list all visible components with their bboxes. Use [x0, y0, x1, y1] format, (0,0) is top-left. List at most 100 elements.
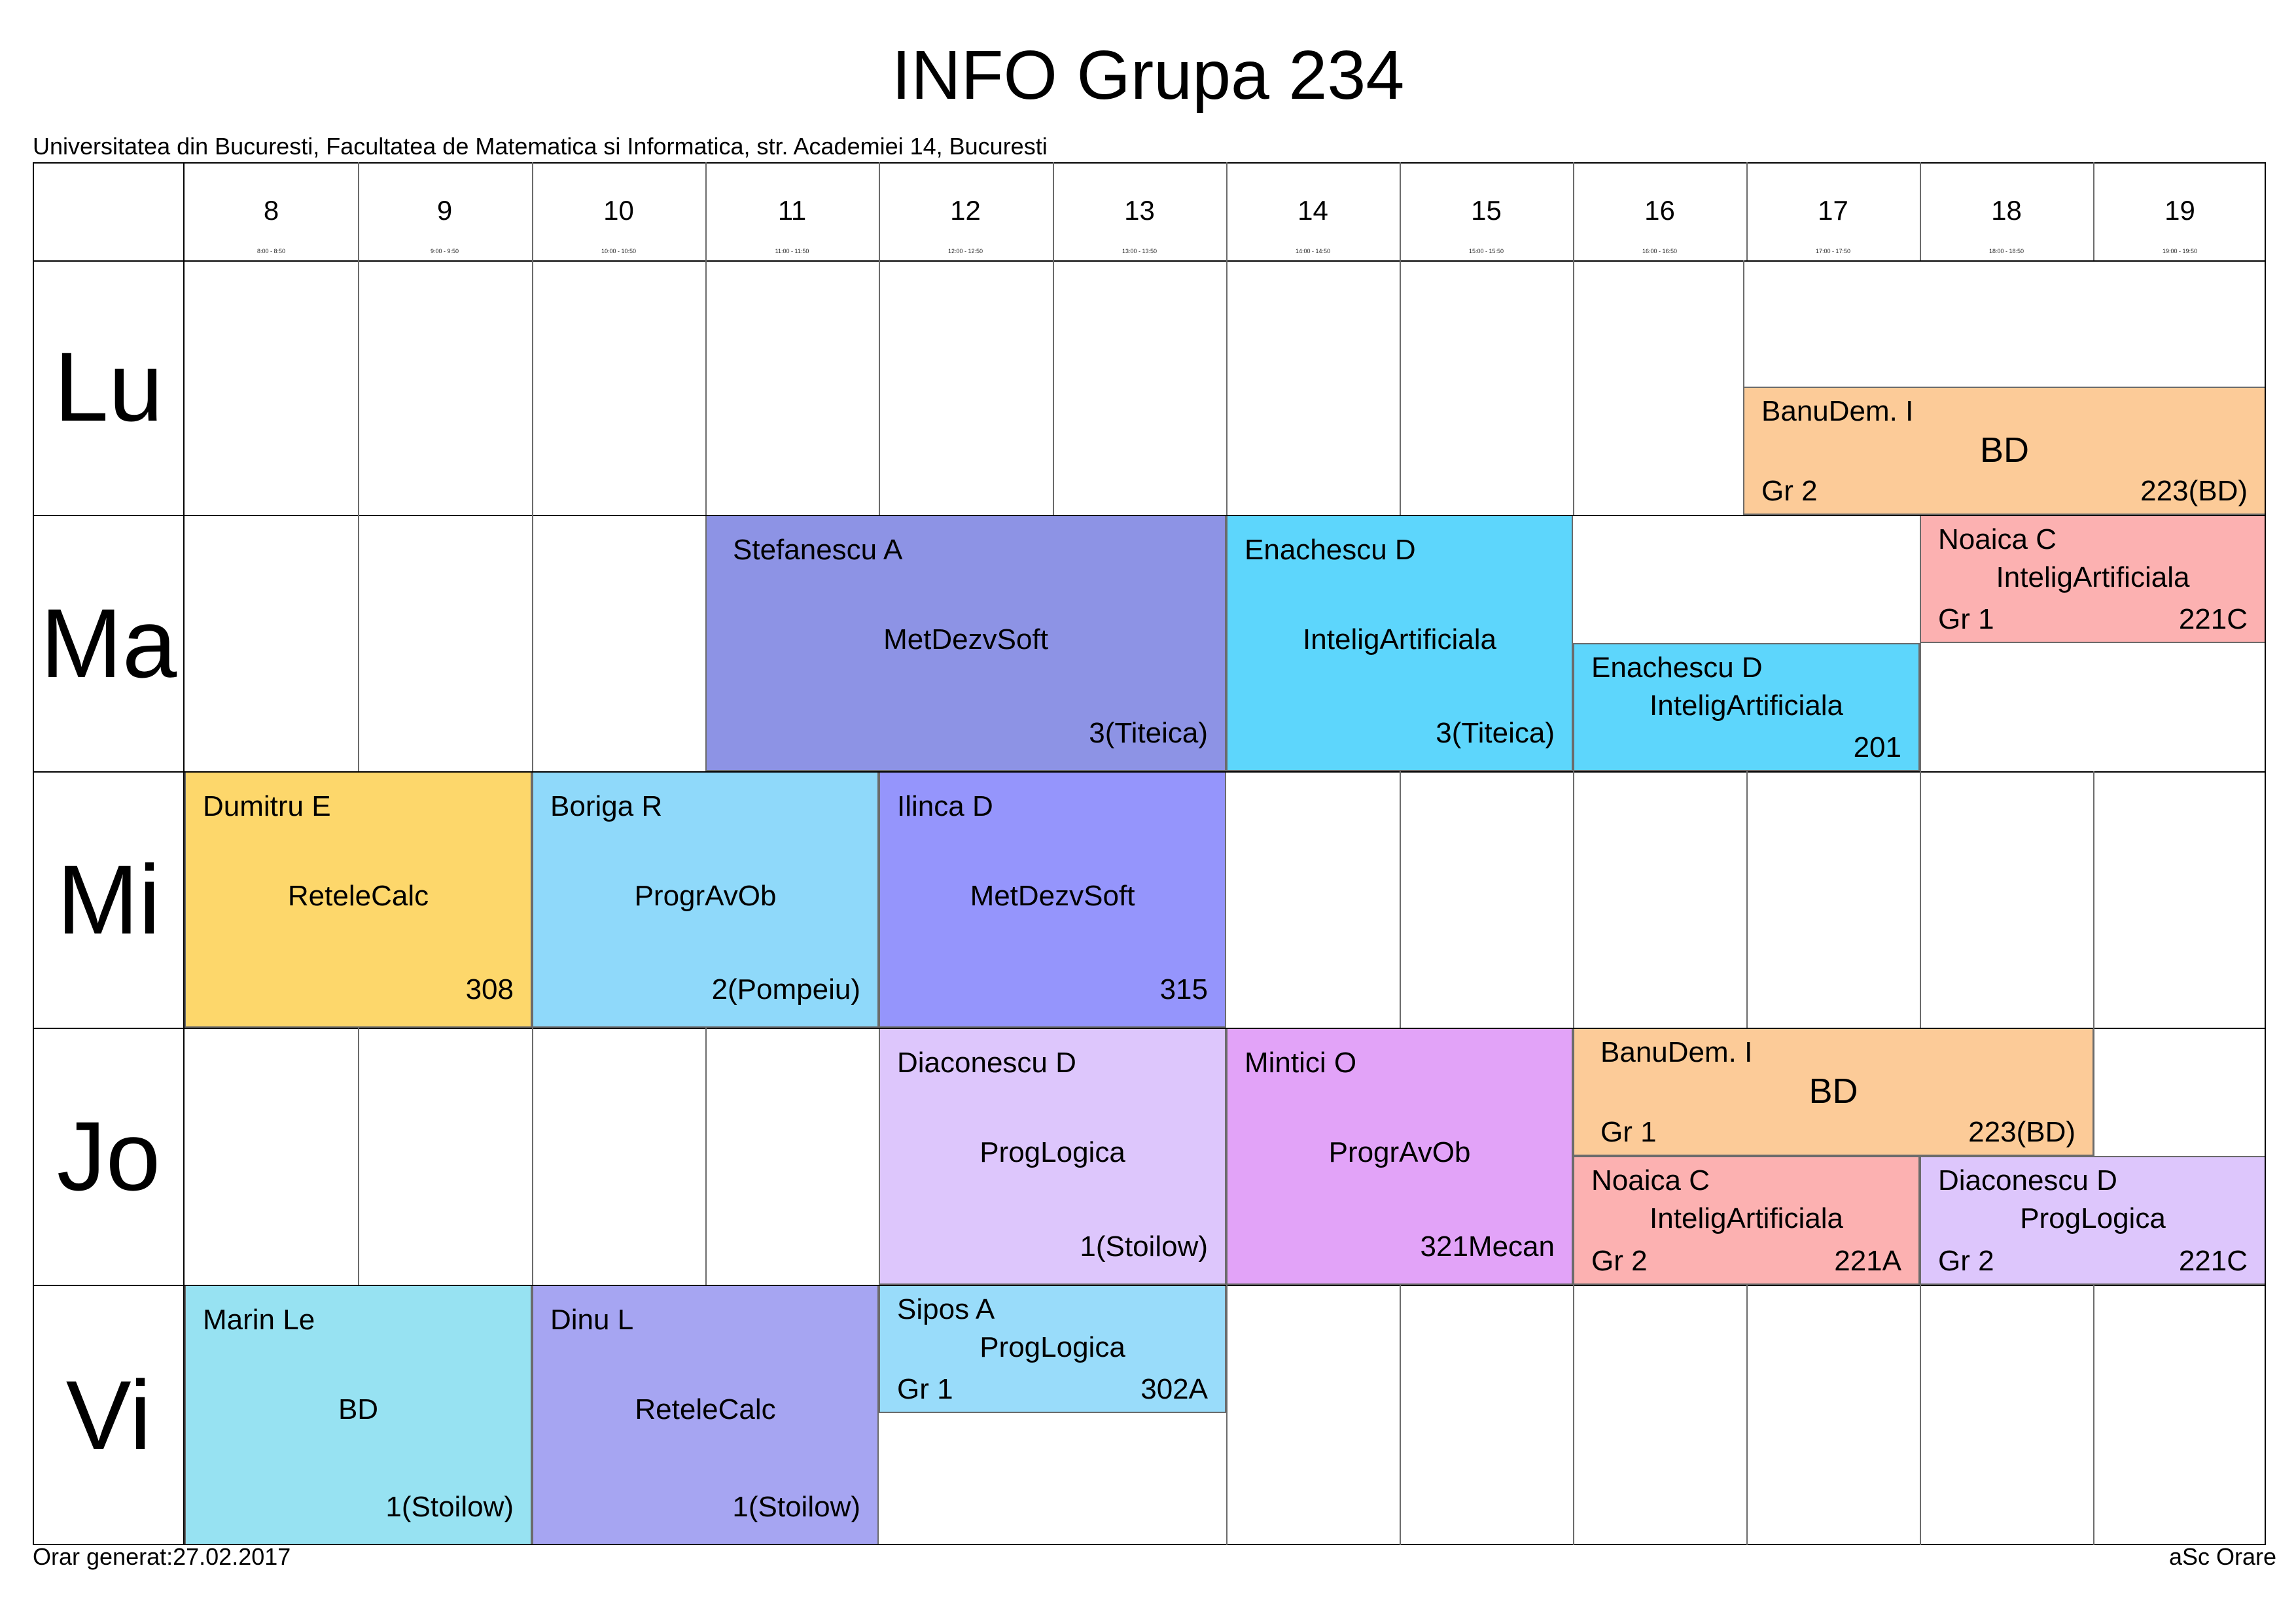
hour-header: 17 17:00 - 17:50: [1746, 162, 1920, 260]
lesson-card[interactable]: Noaica C InteligArtificiala Gr 2 221A: [1573, 1156, 1920, 1285]
hour-divider: [1746, 1285, 1748, 1545]
lesson-subject: InteligArtificiala: [1650, 1202, 1843, 1234]
lesson-subject: InteligArtificiala: [1303, 623, 1496, 655]
hour-header: 19 19:00 - 19:50: [2093, 162, 2267, 260]
lesson-subject: ReteleCalc: [635, 1393, 776, 1425]
hour-divider: [1573, 1285, 1574, 1545]
lesson-group: Gr 2: [1938, 1245, 1994, 1277]
hour-divider: [1400, 771, 1401, 1028]
lesson-subject: MetDezvSoft: [970, 880, 1135, 912]
row-divider: [33, 1028, 2266, 1029]
lesson-subject: InteligArtificiala: [1650, 689, 1843, 722]
lesson-card[interactable]: Enachescu D InteligArtificiala 3(Titeica…: [1226, 515, 1573, 771]
lesson-card[interactable]: Diaconescu D ProgLogica 1(Stoilow): [879, 1028, 1226, 1285]
hour-divider: [532, 162, 533, 260]
hour-label: 10: [603, 195, 634, 226]
lesson-group: Gr 1: [897, 1373, 953, 1405]
hour-divider: [1400, 162, 1401, 260]
lesson-card[interactable]: Sipos A ProgLogica Gr 1 302A: [879, 1285, 1226, 1413]
hour-divider: [1226, 1285, 1227, 1545]
lesson-room: 1(Stoilow): [1080, 1230, 1208, 1263]
lesson-room: 1(Stoilow): [732, 1491, 860, 1523]
hour-range: 14:00 - 14:50: [1295, 248, 1331, 254]
hour-divider: [1746, 162, 1748, 260]
hour-divider: [879, 260, 880, 515]
hour-label: 19: [2164, 195, 2195, 226]
hour-range: 11:00 - 11:50: [775, 248, 809, 254]
lesson-teacher: Diaconescu D: [1938, 1164, 2117, 1196]
day-label-vi: Vi: [65, 1360, 152, 1470]
lesson-room: 1(Stoilow): [385, 1491, 514, 1523]
timetable-grid: BanuDem. I BD Gr 2 223(BD) Stefanescu A …: [33, 162, 2266, 1545]
lesson-teacher: Diaconescu D: [897, 1047, 1076, 1079]
lesson-subject: ReteleCalc: [287, 880, 429, 912]
hour-divider: [1573, 162, 1574, 260]
hour-header: 13 13:00 - 13:50: [1053, 162, 1226, 260]
hour-divider: [1226, 162, 1227, 260]
grid-frame: [33, 162, 2266, 1545]
lesson-room: 2(Pompeiu): [711, 973, 860, 1005]
hour-range: 9:00 - 9:50: [430, 248, 459, 254]
lesson-subject: MetDezvSoft: [883, 623, 1048, 655]
hour-divider: [1226, 260, 1227, 515]
hour-label: 18: [1991, 195, 2022, 226]
hour-range: 8:00 - 8:50: [256, 248, 286, 254]
lesson-card[interactable]: Dumitru E ReteleCalc 308: [185, 771, 532, 1028]
lesson-card[interactable]: Stefanescu A MetDezvSoft 3(Titeica): [705, 515, 1226, 771]
hour-divider: [1920, 771, 1921, 1028]
lesson-card[interactable]: BanuDem. I BD Gr 1 223(BD): [1573, 1028, 2094, 1156]
lesson-room: 3(Titeica): [1089, 717, 1208, 749]
hour-divider: [1573, 771, 1574, 1028]
lesson-card[interactable]: Noaica C InteligArtificiala Gr 1 221C: [1920, 515, 2266, 643]
hour-divider: [2093, 771, 2094, 1028]
lesson-teacher: Ilinca D: [897, 790, 993, 822]
lesson-subject: ProgLogica: [2020, 1202, 2166, 1234]
hour-range: 12:00 - 12:50: [947, 248, 983, 254]
hour-range: 10:00 - 10:50: [601, 248, 637, 254]
lesson-card[interactable]: BanuDem. I BD Gr 2 223(BD): [1743, 387, 2266, 515]
lesson-teacher: BanuDem. I: [1761, 395, 1914, 427]
hour-divider: [1920, 1285, 1921, 1545]
hour-divider: [705, 162, 707, 260]
hour-label: 12: [950, 195, 981, 226]
hour-divider: [2093, 1028, 2094, 1156]
lesson-room: 223(BD): [2140, 475, 2248, 507]
hour-header: 16 16:00 - 16:50: [1573, 162, 1746, 260]
hour-divider: [879, 162, 880, 260]
hour-header: 11 11:00 - 11:50: [705, 162, 879, 260]
lesson-subject: ProgrAvOb: [634, 880, 777, 912]
lesson-room: 3(Titeica): [1436, 717, 1555, 749]
lesson-card[interactable]: Boriga R ProgrAvOb 2(Pompeiu): [532, 771, 879, 1028]
lesson-card[interactable]: Mintici O ProgrAvOb 321Mecan: [1226, 1028, 1573, 1285]
hour-divider: [358, 162, 359, 260]
lesson-teacher: Sipos A: [897, 1293, 995, 1325]
hour-divider: [1053, 162, 1054, 260]
hour-divider: [1920, 162, 1921, 260]
lesson-room: 221C: [2178, 1245, 2248, 1277]
lesson-teacher: Stefanescu A: [733, 534, 903, 566]
hour-divider: [1053, 260, 1054, 515]
row-divider: [33, 771, 2266, 773]
hour-header: 18 18:00 - 18:50: [1920, 162, 2093, 260]
generated-date: Orar generat:27.02.2017: [33, 1543, 291, 1570]
hour-label: 17: [1818, 195, 1848, 226]
lesson-group: Gr 1: [1600, 1116, 1657, 1148]
lesson-group: Gr 2: [1591, 1245, 1648, 1277]
hour-label: 14: [1298, 195, 1328, 226]
hour-divider: [532, 515, 533, 771]
lesson-card[interactable]: Diaconescu D ProgLogica Gr 2 221C: [1920, 1156, 2266, 1285]
lesson-room: 221A: [1834, 1245, 1901, 1277]
lesson-card[interactable]: Enachescu D InteligArtificiala 201: [1573, 643, 1920, 771]
lesson-card[interactable]: Ilinca D MetDezvSoft 315: [879, 771, 1226, 1028]
lesson-teacher: Dumitru E: [203, 790, 331, 822]
hour-divider: [705, 1028, 707, 1285]
hour-divider: [532, 1028, 533, 1285]
hour-range: 17:00 - 17:50: [1815, 248, 1851, 254]
hour-label: 8: [263, 195, 279, 226]
lesson-card[interactable]: Marin Le BD 1(Stoilow): [185, 1285, 532, 1545]
hour-range: 15:00 - 15:50: [1468, 248, 1504, 254]
hour-divider: [1400, 1285, 1401, 1545]
hour-label: 15: [1471, 195, 1502, 226]
lesson-teacher: Noaica C: [1938, 523, 2057, 555]
hour-header: 12 12:00 - 12:50: [879, 162, 1052, 260]
